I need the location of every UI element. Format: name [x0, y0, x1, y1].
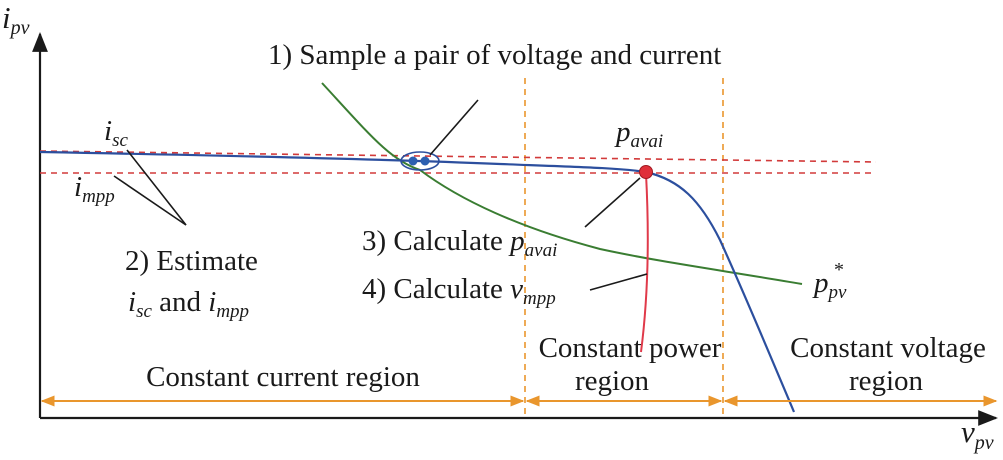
sample-points-ellipse: [400, 151, 440, 171]
isc-label: isc: [104, 115, 128, 151]
constant-voltage-region-label-line1: Constant voltage: [790, 332, 986, 364]
constant-current-region-label: Constant current region: [146, 361, 420, 393]
y-axis-label: ipv: [2, 0, 30, 39]
iv-curve: [39, 150, 796, 413]
impp-leader: [113, 175, 187, 226]
power-reference-star: *: [834, 259, 844, 281]
step2-label-line2: isc and impp: [128, 286, 249, 322]
sample-point-1: [408, 156, 418, 166]
power-reference-curve: [321, 82, 803, 285]
vmpp-leader: [589, 273, 648, 291]
step3-label: 3) Calculate pavai: [362, 225, 557, 261]
x-axis-label: vpv: [961, 414, 994, 454]
step1-label: 1) Sample a pair of voltage and current: [268, 39, 721, 71]
step2-label-line1: 2) Estimate: [125, 245, 258, 277]
step1-leader: [429, 99, 479, 156]
power-reference-label: ppv: [812, 267, 847, 303]
isc-leader: [126, 149, 187, 226]
constant-power-region-label-line1: Constant power: [539, 332, 722, 364]
impp-label: impp: [74, 171, 115, 207]
sample-point-2: [420, 156, 430, 166]
constant-voltage-region-label-line2: region: [849, 365, 924, 397]
mpp-marker: [639, 165, 653, 179]
constant-power-region-label-line2: region: [575, 365, 650, 397]
mpp-leader-line: [640, 173, 649, 353]
step4-label: 4) Calculate vmpp: [362, 273, 556, 309]
isc-estimate-dashed-line: [39, 150, 877, 163]
pavai-label: pavai: [614, 116, 663, 152]
pavai-leader: [584, 177, 641, 228]
